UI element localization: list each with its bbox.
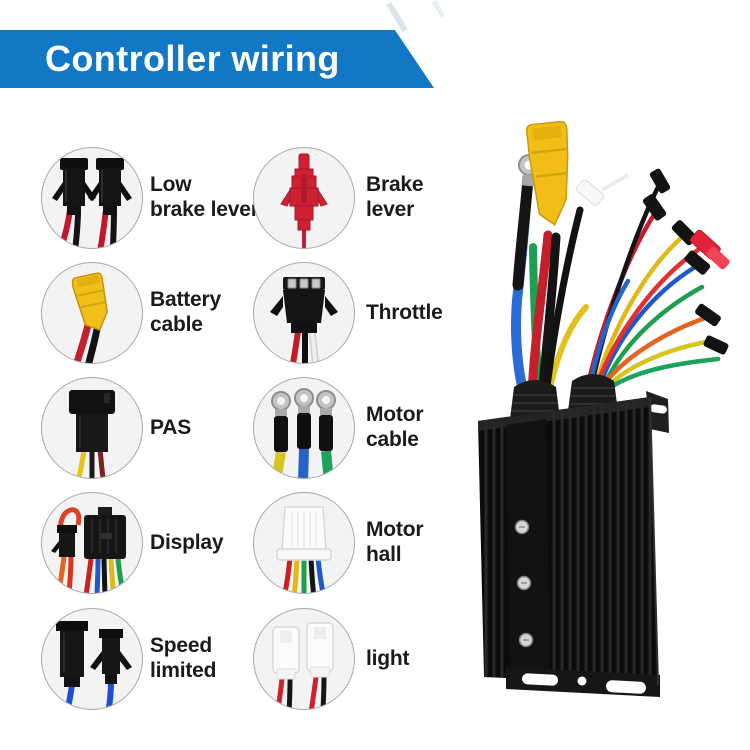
speed-limited-connector-photo [41, 608, 143, 710]
connector-label-pas: PAS [150, 415, 192, 439]
title-banner: Controller wiring [0, 30, 434, 88]
motor-controller-photo [478, 120, 730, 697]
throttle-connector-icon [270, 277, 338, 363]
motor-cable-connector-photo [253, 377, 355, 479]
banner-accent-stripe-small [431, 0, 446, 19]
connector-label-motor-cable: Motor cable [366, 403, 424, 451]
battery-cable-connector-photo [41, 262, 143, 364]
connector-label-light: light [366, 646, 410, 670]
connector-label-speed-limited: Speed limited [150, 634, 217, 682]
red-brake-connector-icon [280, 153, 328, 248]
display-connector-photo [41, 492, 143, 594]
throttle-connector-photo [253, 262, 355, 364]
connector-label-low-brake-lever: Low brake lever [150, 173, 259, 221]
hall-sensor-connector-icon [276, 506, 332, 593]
ring-terminal-cables-icon [271, 388, 336, 478]
speed-limit-connector-icon [56, 621, 132, 709]
connector-label-throttle: Throttle [366, 300, 443, 324]
display-connector-icon [51, 507, 126, 593]
sm-connector-pair-icon [52, 158, 132, 248]
motor-hall-connector-photo [253, 492, 355, 594]
pas-connector-photo [41, 377, 143, 479]
brake-lever-connector-photo [253, 147, 355, 249]
low-brake-lever-connector-photo [41, 147, 143, 249]
pas-connector-icon [69, 390, 115, 478]
banner-accent-stripe [386, 1, 408, 33]
connector-label-battery-cable: Battery cable [150, 288, 221, 336]
light-connector-photo [253, 608, 355, 710]
light-connector-icon [272, 622, 334, 709]
connector-label-display: Display [150, 530, 224, 554]
connector-label-motor-hall: Motor hall [366, 518, 424, 566]
xt60-connector-icon [71, 272, 108, 363]
page-title: Controller wiring [45, 38, 340, 79]
connector-label-brake-lever: Brake lever [366, 173, 424, 221]
